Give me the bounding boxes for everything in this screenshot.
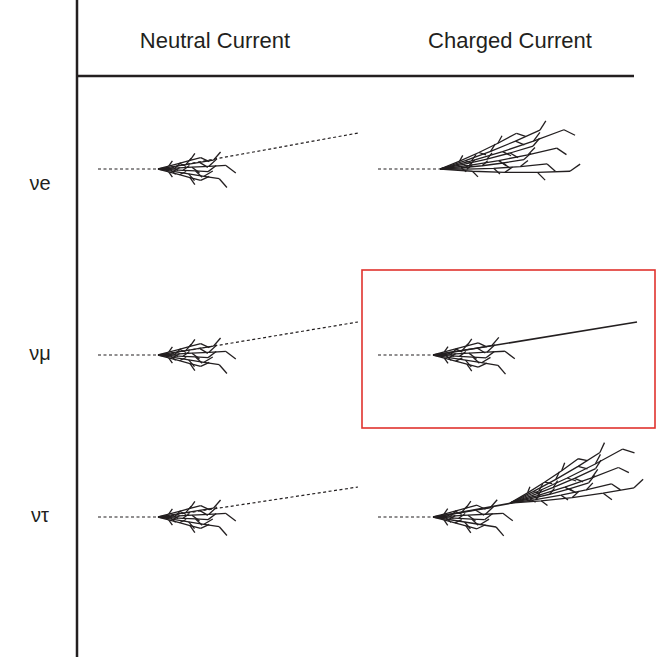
particle-shower — [158, 500, 236, 536]
column-heading: Charged Current — [428, 30, 592, 52]
particle-shower — [433, 500, 513, 536]
table-rule — [76, 0, 79, 657]
neutrino-track — [98, 354, 160, 355]
lepton-track — [435, 322, 637, 355]
neutrino-track — [160, 133, 358, 169]
row-label: νe — [29, 173, 50, 193]
neutrino-track — [160, 322, 358, 355]
particle-shower — [433, 337, 515, 374]
neutrino-track — [160, 487, 358, 517]
row-label: ντ — [31, 505, 49, 525]
particle-shower — [158, 338, 236, 374]
neutrino-track — [378, 354, 435, 355]
highlight-box — [362, 270, 655, 428]
particle-shower — [440, 121, 580, 180]
column-heading: Neutral Current — [140, 30, 290, 52]
neutrino-track — [98, 168, 160, 169]
lepton-track — [435, 503, 512, 517]
particle-shower — [158, 152, 236, 188]
particle-shower — [510, 443, 643, 506]
row-label: νμ — [29, 343, 51, 363]
neutrino-track — [378, 168, 440, 169]
table-rule — [77, 75, 634, 78]
neutrino-track — [98, 516, 160, 517]
neutrino-track — [378, 516, 435, 517]
